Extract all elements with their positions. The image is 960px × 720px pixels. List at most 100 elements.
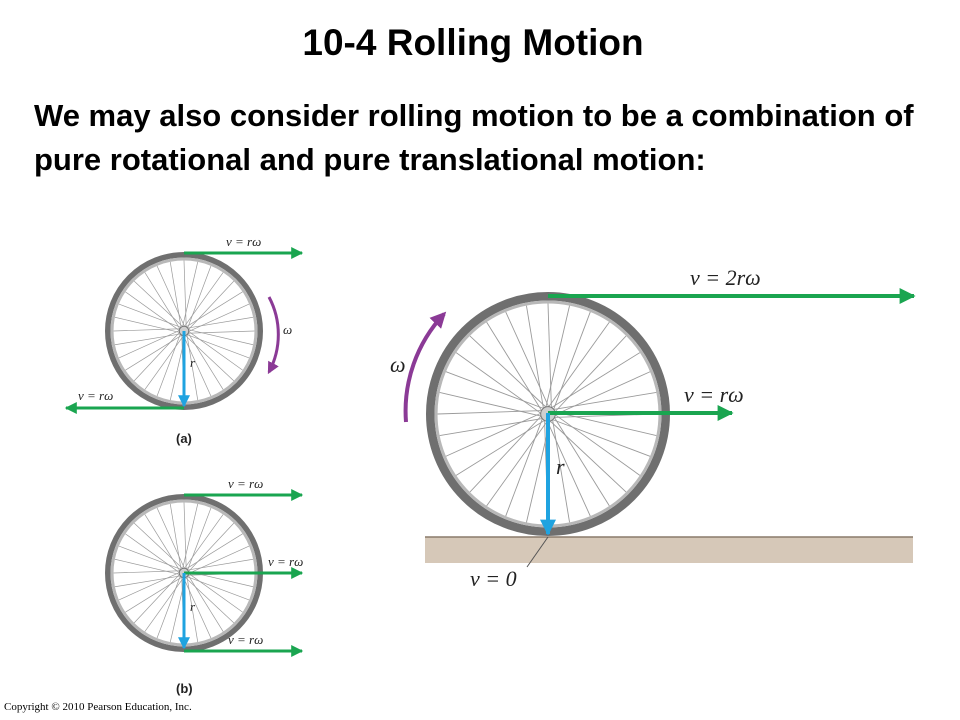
wheel-c-spoke bbox=[546, 419, 591, 517]
c-contact-velocity-label: v = 0 bbox=[470, 566, 517, 591]
wheel-b-spoke bbox=[186, 575, 250, 601]
wheel-a-spoke bbox=[185, 291, 243, 328]
slide-title: 10-4 Rolling Motion bbox=[302, 22, 644, 63]
wheel-c-spoke bbox=[552, 392, 657, 411]
c-center-velocity-label: v = rω bbox=[684, 382, 744, 407]
wheel-b-spoke bbox=[187, 545, 250, 575]
wheel-b-spoke bbox=[182, 576, 212, 639]
wheel-c-spoke bbox=[548, 419, 627, 493]
wheel-c-spoke bbox=[437, 410, 543, 415]
wheel-a-spoke bbox=[183, 260, 187, 328]
wheel-b-spoke bbox=[187, 572, 243, 613]
wheel-c-spoke bbox=[445, 371, 545, 410]
wheel-a-spoke bbox=[184, 334, 235, 382]
wheel-a-spoke bbox=[118, 303, 182, 329]
c-contact-pointer bbox=[526, 536, 549, 568]
b-top-velocity-label: v = rω bbox=[228, 476, 263, 491]
wheel-c-spoke bbox=[505, 311, 550, 409]
wheel-b-spoke bbox=[156, 575, 182, 639]
wheel-c-spoke bbox=[505, 417, 544, 517]
wheel-a-spoke bbox=[186, 265, 212, 329]
a-omega-arrow bbox=[267, 296, 280, 375]
wheel-a-spoke bbox=[183, 272, 224, 328]
wheel-a-spoke bbox=[125, 291, 181, 332]
wheel-a-spoke bbox=[169, 261, 182, 329]
wheel-a-spoke bbox=[144, 272, 181, 330]
wheel-c-spoke bbox=[545, 305, 570, 409]
wheel-c-spoke bbox=[553, 411, 657, 436]
slide-body-text: We may also consider rolling motion to b… bbox=[34, 98, 914, 177]
b-radius-label: r bbox=[190, 599, 196, 614]
b-caption: (b) bbox=[176, 681, 193, 696]
wheel-b-spoke bbox=[156, 507, 186, 570]
wheel-a-spoke bbox=[186, 316, 254, 329]
wheel-a-spoke bbox=[156, 265, 186, 328]
a-bottom-velocity-label: v = rω bbox=[78, 388, 113, 403]
wheel-c-spoke bbox=[553, 335, 627, 414]
wheel-b-spoke bbox=[125, 576, 183, 613]
c-top-velocity-label: v = 2rω bbox=[690, 265, 761, 290]
wheel-a-spoke bbox=[187, 303, 250, 333]
wheel-c-spoke bbox=[552, 311, 591, 411]
wheel-a-spoke bbox=[187, 330, 255, 334]
wheel-a-spoke bbox=[118, 329, 181, 359]
wheel-b-spoke bbox=[187, 574, 224, 632]
wheel-b-spoke bbox=[183, 502, 187, 570]
wheel-b-spoke bbox=[113, 570, 181, 574]
wheel-c-spoke bbox=[439, 392, 543, 417]
wheel-b-spoke bbox=[114, 558, 181, 575]
copyright-notice: Copyright © 2010 Pearson Education, Inc. bbox=[4, 701, 192, 713]
wheel-c-spoke bbox=[547, 321, 610, 409]
wheel-a-spoke bbox=[113, 328, 181, 332]
wheel-a-spoke bbox=[187, 330, 243, 371]
wheel-c-spoke bbox=[469, 414, 543, 493]
wheel-c-spoke bbox=[553, 413, 641, 476]
wheel-a-spoke bbox=[125, 334, 183, 371]
c-omega-label: ω bbox=[390, 352, 406, 377]
wheel-a-spoke bbox=[133, 280, 184, 328]
b-bottom-velocity-label: v = rω bbox=[228, 632, 263, 647]
wheel-b-spoke bbox=[186, 558, 254, 571]
wheel-b-spoke bbox=[187, 522, 235, 573]
wheel-b-spoke bbox=[133, 522, 184, 570]
a-radius-label: r bbox=[190, 355, 196, 370]
wheel-b-spoke bbox=[144, 576, 185, 632]
wheel-b-spoke bbox=[186, 507, 212, 571]
wheel-b-spoke bbox=[182, 503, 199, 570]
wheel-a-spoke bbox=[133, 331, 181, 382]
a-top-velocity-label: v = rω bbox=[226, 234, 261, 249]
wheel-c-spoke bbox=[551, 418, 651, 457]
wheel-c-spoke bbox=[455, 419, 546, 476]
a-caption: (a) bbox=[176, 431, 192, 446]
wheel-a-spoke bbox=[186, 333, 199, 401]
wheel-c-spoke bbox=[486, 321, 543, 412]
wheel-a-spoke bbox=[114, 316, 181, 333]
wheel-c-spoke bbox=[486, 419, 549, 507]
c-omega-arrow bbox=[403, 311, 447, 423]
wheel-c-spoke bbox=[445, 412, 543, 457]
wheel-a-spoke bbox=[187, 329, 254, 346]
wheel-b-spoke bbox=[114, 575, 182, 588]
b-center-velocity-label: v = rω bbox=[268, 554, 303, 569]
wheel-b-spoke bbox=[133, 573, 181, 624]
wheel-a-spoke bbox=[182, 334, 212, 397]
wheel-c-spoke bbox=[439, 417, 544, 436]
wheel-b-spoke bbox=[144, 514, 181, 572]
wheel-c-spoke bbox=[526, 305, 545, 410]
wheel-a-spoke bbox=[156, 333, 182, 397]
wheel-b-spoke bbox=[184, 576, 235, 624]
wheel-b-spoke bbox=[118, 545, 182, 571]
wheel-c-spoke bbox=[547, 303, 552, 409]
wheel-b-spoke bbox=[185, 533, 243, 570]
wheel-c-spoke bbox=[469, 335, 548, 409]
wheel-c-spoke bbox=[551, 418, 570, 523]
wheel-b-spoke bbox=[186, 575, 199, 643]
wheel-a-spoke bbox=[187, 280, 235, 331]
a-omega-label: ω bbox=[283, 322, 292, 337]
wheel-a-spoke bbox=[187, 332, 224, 390]
wheel-b-spoke bbox=[169, 503, 182, 571]
wheel-a-spoke bbox=[114, 333, 182, 346]
wheel-a-spoke bbox=[186, 333, 250, 359]
ground bbox=[425, 537, 913, 563]
